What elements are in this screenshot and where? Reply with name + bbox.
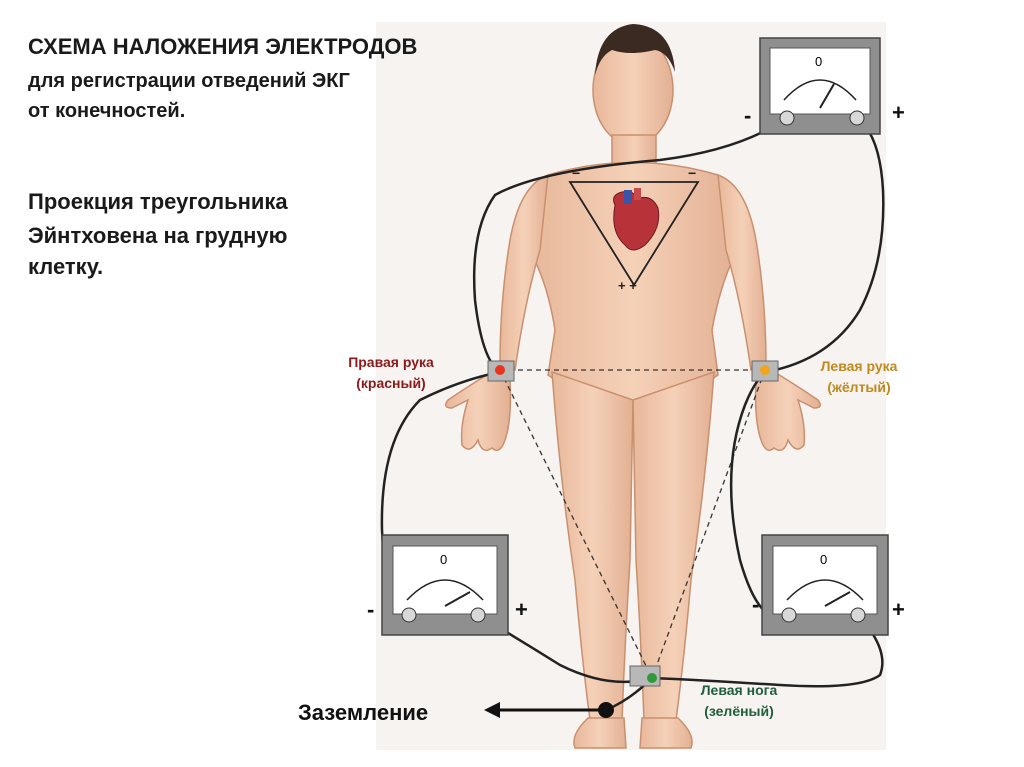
label-left-leg: Левая нога (зелёный) [674,680,804,722]
meter-top-zero: 0 [815,54,823,69]
right-arm [499,173,549,371]
heading-line-3: от конечностей. [28,100,186,122]
chest-minus-right: − [688,165,696,181]
left-arm [717,173,767,371]
meter-top [759,37,881,135]
chest-plus: + + [618,278,637,293]
ground-label: Заземление [298,700,429,725]
ground-dot [598,702,614,718]
chest-minus-left: − [572,165,580,181]
right-foot [573,717,627,749]
limb-triangle [499,369,766,679]
label-right-arm: Правая рука (красный) [326,352,456,394]
electrode-left-arm-dot [760,365,770,375]
label-left-arm-color: (жёлтый) [827,379,891,395]
meter-right-zero: 0 [820,552,828,567]
electrode-left-arm[interactable] [751,360,779,382]
label-left-leg-color: (зелёный) [704,703,774,719]
electrode-left-leg[interactable] [629,665,661,687]
label-left-leg-name: Левая нога [700,682,778,698]
meter-right-plus: + [892,597,905,622]
electrode-right-arm-dot [495,365,505,375]
projection-line-2: Эйнтховена на грудную [28,223,288,248]
meter-left-plus: + [515,597,528,622]
human-body [445,24,821,749]
heading-line-2: для регистрации отведений ЭКГ [28,70,350,92]
meter-right [761,534,889,636]
projection-line-3: клетку. [28,254,104,279]
projection-line-1: Проекция треугольника [28,189,288,214]
meter-right-minus: - [752,592,760,617]
meter-top-minus: - [744,103,752,128]
heart-icon [613,188,660,251]
left-foot [639,717,693,749]
meter-top-plus: + [892,100,905,125]
heading-line-1: СХЕМА НАЛОЖЕНИЯ ЭЛЕКТРОДОВ [28,34,418,59]
electrode-left-leg-dot [647,673,657,683]
chest-einthoven-triangle [568,181,700,287]
hair [595,24,675,75]
meter-left-minus: - [367,597,375,622]
meter-left [381,534,509,636]
meter-left-zero: 0 [440,552,448,567]
label-left-arm-name: Левая рука [820,358,898,374]
label-right-arm-color: (красный) [356,375,426,391]
right-hand [445,369,512,451]
electrode-right-arm[interactable] [487,360,515,382]
label-left-arm: Левая рука (жёлтый) [794,356,924,398]
left-hand [754,369,821,451]
label-right-arm-name: Правая рука [348,354,434,370]
ground-arrow-head [484,702,500,718]
